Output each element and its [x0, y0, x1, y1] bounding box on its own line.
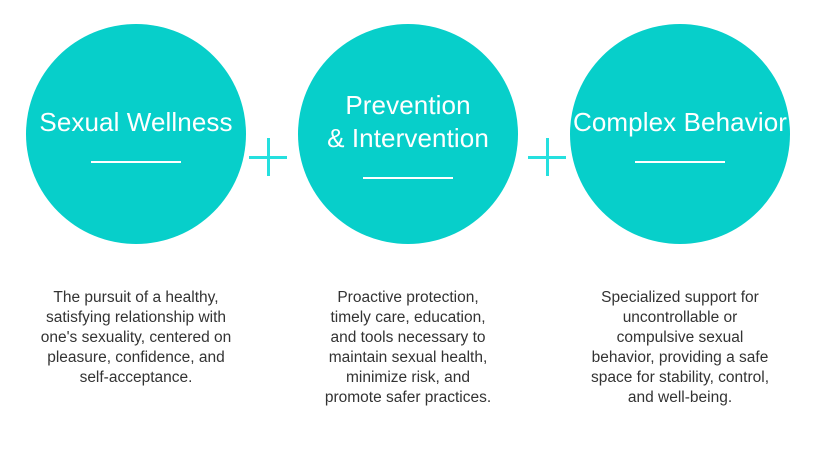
circle-wrapper: Sexual Wellness [0, 0, 272, 268]
plus-icon-vertical-bar [546, 138, 549, 176]
description-line: Proactive protection, [337, 289, 479, 306]
pillar-description: The pursuit of a healthy, satisfying rel… [10, 288, 262, 388]
pillar-circle[interactable]: Complex Behavior [570, 24, 790, 244]
description-line: pleasure, confidence, and [47, 349, 225, 366]
plus-icon-vertical-bar [267, 138, 270, 176]
pillar-description: Specialized support for uncontrollable o… [554, 288, 806, 408]
description-line: The pursuit of a healthy, [53, 289, 219, 306]
description-line: space for stability, control, [590, 369, 770, 386]
circle-wrapper: Prevention & Intervention [272, 0, 544, 268]
description-line: one's sexuality, centered on [40, 329, 232, 346]
description-line: uncontrollable or [622, 309, 738, 326]
pillar-circle[interactable]: Sexual Wellness [26, 24, 246, 244]
description-line: satisfying relationship with [45, 309, 227, 326]
description-line: behavior, providing a safe [591, 349, 769, 366]
pillar-column-complex-behavior: Complex Behavior Specialized support for… [544, 0, 816, 408]
pillar-title-line: & Intervention [327, 123, 489, 153]
circle-wrapper: Complex Behavior [544, 0, 816, 268]
pillar-title: Complex Behavior [573, 106, 787, 139]
plus-icon [249, 138, 287, 176]
description-line: Specialized support for [601, 289, 759, 306]
pillar-title-underline [635, 160, 725, 163]
description-line: and well-being. [627, 389, 733, 406]
description-line: self-acceptance. [79, 369, 193, 386]
pillar-title-underline [363, 177, 453, 179]
description-line: minimize risk, and [345, 369, 471, 386]
pillar-title: Sexual Wellness [39, 106, 232, 139]
pillar-column-sexual-wellness: Sexual Wellness The pursuit of a healthy… [0, 0, 272, 388]
description-line: maintain sexual health, [328, 349, 488, 366]
pillar-title-line: Prevention [345, 90, 471, 120]
pillar-title-underline [91, 160, 181, 163]
pillar-title-line: Sexual Wellness [39, 106, 233, 137]
pillar-column-prevention-intervention: Prevention & Intervention Proactive prot… [272, 0, 544, 408]
plus-icon [528, 138, 566, 176]
pillar-description: Proactive protection, timely care, educa… [282, 288, 534, 408]
pillar-title-line: Complex Behavior [572, 106, 788, 137]
description-line: promote safer practices. [324, 389, 492, 406]
pillar-circle[interactable]: Prevention & Intervention [298, 24, 518, 244]
pillar-title: Prevention & Intervention [327, 89, 489, 155]
description-line: timely care, education, [330, 309, 486, 326]
description-line: and tools necessary to [330, 329, 486, 346]
description-line: compulsive sexual [616, 329, 744, 346]
